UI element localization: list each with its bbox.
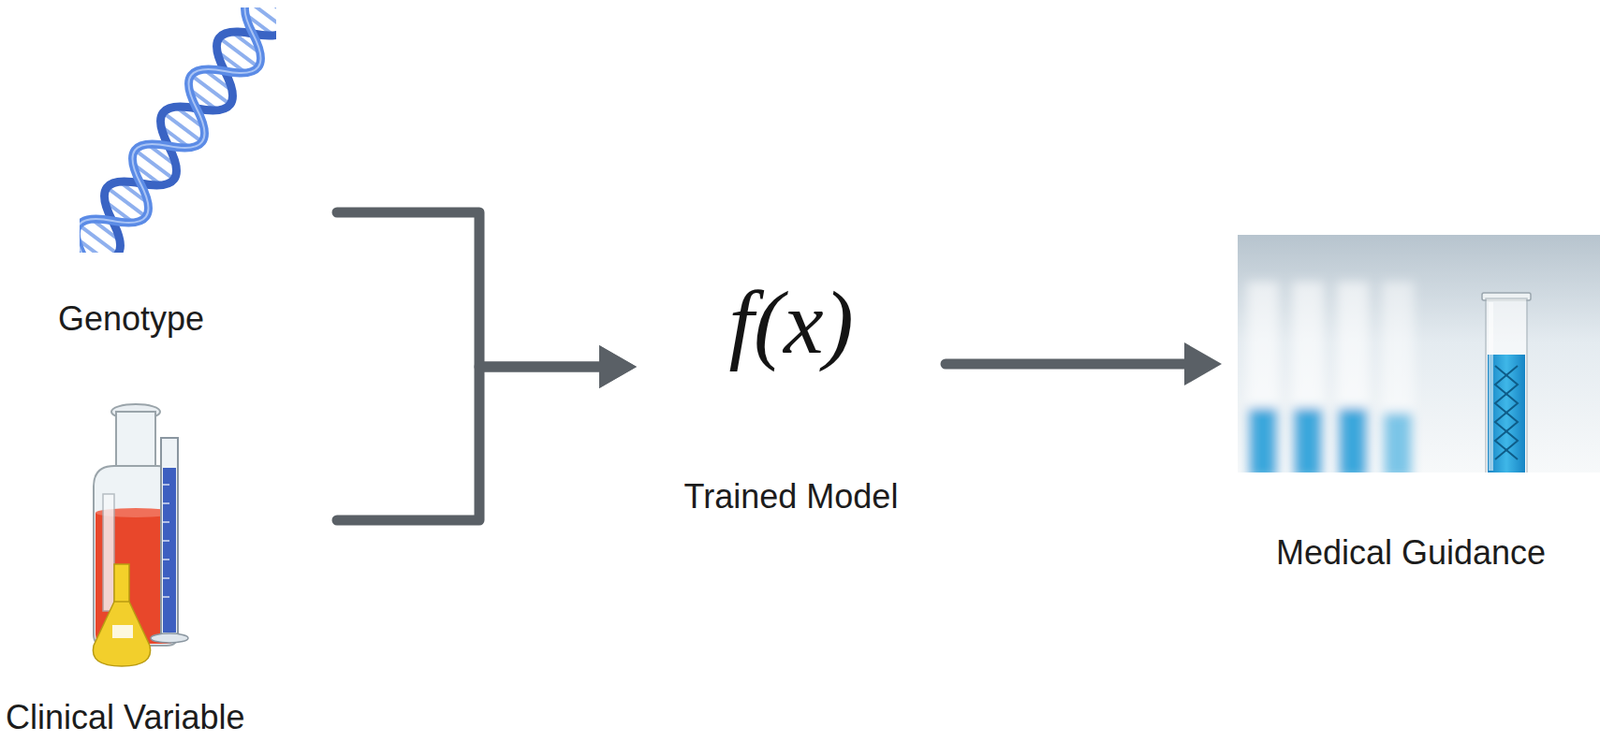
connector-line (337, 212, 603, 367)
input-node: Genotype (37, 7, 338, 347)
test-tube-photo (1237, 234, 1600, 473)
caption-label: Clinical Variable (0, 698, 338, 737)
caption-label: Genotype (37, 299, 338, 338)
function-label: f(x) (636, 271, 946, 375)
connector-line (337, 366, 603, 521)
model-node: f(x) Trained Model (636, 271, 946, 534)
arrow-head (1184, 342, 1222, 386)
dna-helix (79, 7, 277, 253)
output-node: Medical Guidance (1221, 234, 1600, 590)
flow-connector (945, 342, 1222, 386)
lab-glassware (56, 400, 225, 675)
caption-label: Trained Model (636, 477, 946, 516)
flow-connector (337, 345, 637, 521)
arrow-head (599, 345, 637, 389)
caption-label: Medical Guidance (1221, 533, 1600, 573)
arrow-head (599, 345, 637, 389)
connector-line (945, 359, 1189, 370)
input-node: Clinical Variable (0, 393, 338, 754)
